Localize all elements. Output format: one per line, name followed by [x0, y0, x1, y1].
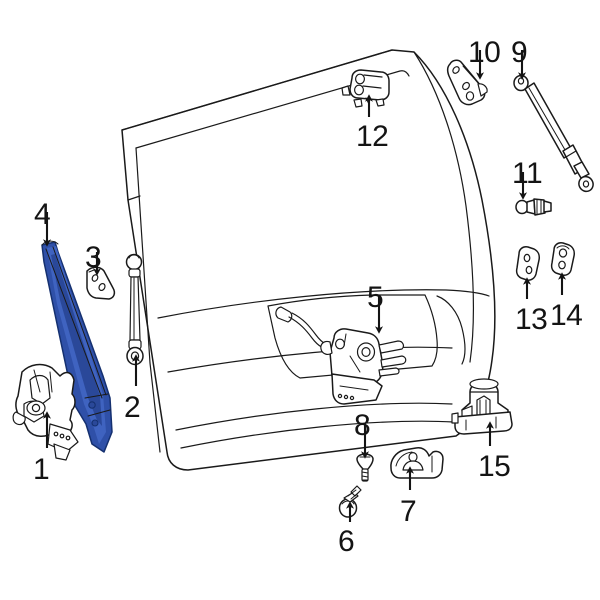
callout-number-8[interactable]: 8: [354, 409, 371, 442]
callout-number-5[interactable]: 5: [367, 281, 384, 314]
part-14-hinge-backing-plate-right[interactable]: [550, 242, 575, 276]
callout-number-13[interactable]: 13: [515, 303, 548, 336]
part-10-strut-upper-mounting-bracket[interactable]: [446, 59, 488, 106]
part-11-gas-strut-ball-stud[interactable]: [515, 198, 552, 216]
part-1-left-liftgate-hinge-assembly[interactable]: [12, 363, 79, 461]
callout-number-7[interactable]: 7: [400, 495, 417, 528]
callout-number-3[interactable]: 3: [85, 241, 102, 274]
liftgate-panel-outline: [121, 49, 496, 471]
part-13-hinge-backing-plate-left[interactable]: [515, 246, 540, 281]
part-15-liftgate-lock-motor-actuator[interactable]: [451, 378, 513, 435]
callout-arrows: [42, 50, 566, 522]
part-4-liftgate-hinge-arm[interactable]: [41, 240, 113, 453]
part-5-liftgate-lock-latch-actuator[interactable]: [275, 306, 407, 405]
callout-number-14[interactable]: 14: [550, 299, 583, 332]
callout-number-10[interactable]: 10: [468, 36, 501, 69]
callout-number-6[interactable]: 6: [338, 525, 355, 558]
part-2-gas-strut-lower-ball-socket[interactable]: [125, 253, 144, 366]
callout-number-9[interactable]: 9: [511, 36, 528, 69]
part-7-liftgate-striker[interactable]: [390, 447, 444, 479]
callout-number-11[interactable]: 11: [512, 157, 543, 190]
callout-number-2[interactable]: 2: [124, 391, 141, 424]
part-9-liftgate-gas-support-strut[interactable]: [513, 74, 596, 194]
callout-number-15[interactable]: 15: [478, 450, 511, 483]
callout-number-12[interactable]: 12: [356, 120, 389, 153]
part-12-upper-liftgate-hinge[interactable]: [341, 69, 390, 108]
callout-number-4[interactable]: 4: [34, 198, 51, 231]
callout-number-1[interactable]: 1: [33, 453, 50, 486]
part-8-latch-mounting-screw[interactable]: [356, 453, 374, 482]
